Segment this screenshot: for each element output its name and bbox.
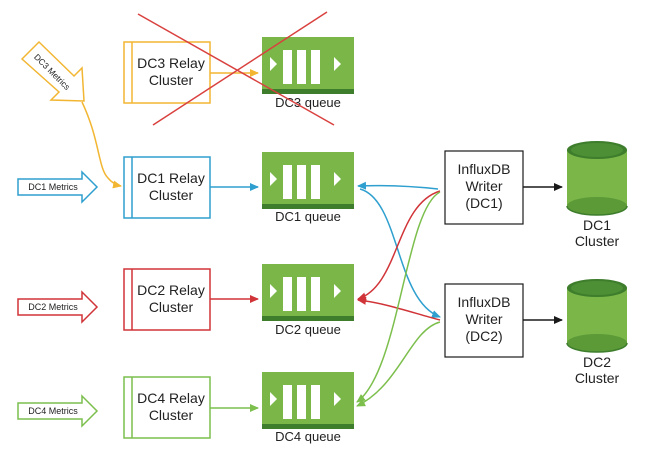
dc1-relay-label-line1: DC1 Relay — [137, 170, 205, 186]
writer-dc2-line2: Writer — [465, 311, 502, 327]
dc1-cluster-label-line1: DC1 — [583, 217, 611, 233]
dc2-metrics-label: DC2 Metrics — [28, 302, 78, 312]
dc3-metrics-arrow: DC3 Metrics — [20, 40, 85, 102]
dc4-queue-label: DC4 queue — [275, 429, 341, 444]
dc3-queue-label: DC3 queue — [275, 95, 341, 110]
dc1-database-cluster-icon: DC1 Cluster — [566, 141, 628, 249]
dc2-metrics-arrow: DC2 Metrics — [17, 290, 99, 324]
writer-dc1-line2: Writer — [465, 178, 502, 194]
dc1-queue-to-dc2-writer-connector — [359, 188, 441, 318]
dc2-queue-icon: DC2 queue — [262, 264, 354, 337]
dc1-metrics-label: DC1 Metrics — [28, 182, 78, 192]
writer-dc2-line1: InfluxDB — [458, 294, 511, 310]
dc4-metrics-arrow: DC4 Metrics — [17, 394, 99, 428]
dc1-writer-to-dc4-queue-connector — [356, 191, 441, 403]
dc1-relay-cluster: DC1 Relay Cluster — [123, 156, 211, 219]
dc2-relay-cluster: DC2 Relay Cluster — [123, 268, 211, 331]
dc2-writer-to-dc4-queue-connector — [356, 321, 441, 407]
dc3-metrics-to-dc1-relay-connector — [81, 101, 122, 189]
dc2-cluster-label-line2: Cluster — [575, 370, 620, 386]
dc4-relay-label-line1: DC4 Relay — [137, 390, 205, 406]
dc4-metrics-label: DC4 Metrics — [28, 406, 78, 416]
influxdb-writer-dc1: InfluxDB Writer (DC1) — [444, 150, 524, 225]
dc4-relay-cluster: DC4 Relay Cluster — [123, 376, 211, 439]
writer-dc2-line3: (DC2) — [465, 328, 502, 344]
dc4-relay-label-line2: Cluster — [149, 407, 194, 423]
writer-dc1-line1: InfluxDB — [458, 161, 511, 177]
dc1-writer-to-dc2-queue-connector — [357, 190, 441, 301]
dc2-cluster-label-line1: DC2 — [583, 354, 611, 370]
dc3-queue-icon: DC3 queue — [262, 37, 354, 110]
influxdb-writer-dc2: InfluxDB Writer (DC2) — [444, 283, 524, 358]
dc2-database-cluster-icon: DC2 Cluster — [566, 279, 628, 386]
dc4-queue-icon: DC4 queue — [262, 372, 354, 444]
writer-dc1-line3: (DC1) — [465, 195, 502, 211]
dc2-relay-label-line1: DC2 Relay — [137, 282, 205, 298]
dc3-removed-cross — [137, 11, 335, 126]
dc1-queue-icon: DC1 queue — [262, 152, 354, 224]
dc1-queue-label: DC1 queue — [275, 209, 341, 224]
dc3-relay-cluster: DC3 Relay Cluster — [123, 41, 211, 104]
dc2-relay-label-line2: Cluster — [149, 299, 194, 315]
dc1-metrics-arrow: DC1 Metrics — [17, 170, 99, 204]
dc2-queue-label: DC2 queue — [275, 322, 341, 337]
dc1-cluster-label-line2: Cluster — [575, 233, 620, 249]
dc3-relay-label-line2: Cluster — [149, 72, 194, 88]
dc1-writer-to-dc1-queue-connector — [357, 181, 439, 190]
dc1-relay-label-line2: Cluster — [149, 187, 194, 203]
dc3-relay-label-line1: DC3 Relay — [137, 55, 205, 71]
